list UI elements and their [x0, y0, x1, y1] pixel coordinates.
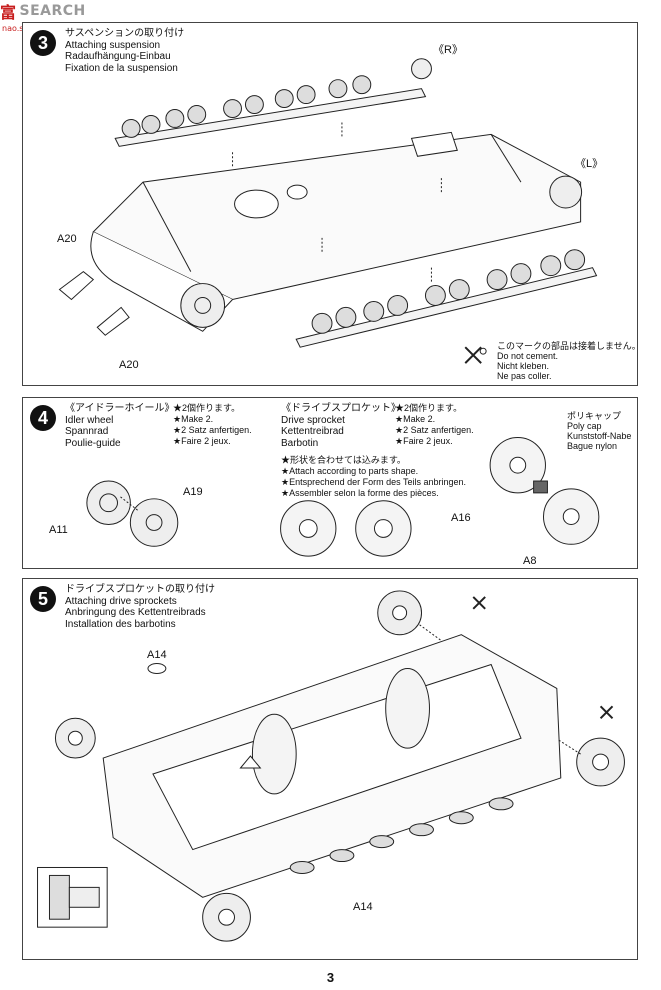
step-5-panel: 5 ドライブスプロケットの取り付け Attaching drive sprock… [22, 578, 638, 960]
note-fr: Ne pas coller. [497, 371, 552, 381]
note-de: Nicht kleben. [497, 361, 550, 371]
title-fr: Installation des barbotins [65, 618, 176, 630]
title-de: Anbringung des Kettentreibrads [65, 607, 206, 618]
step-number: 5 [30, 586, 56, 612]
shape-fr: ★Assembler selon la forme des pièces. [281, 488, 439, 498]
title-en: Attaching drive sprockets [65, 595, 177, 607]
step-title: サスペンションの取り付け Attaching suspension Radauf… [65, 28, 184, 74]
sprocket-jp: 《ドライブスプロケット》 [281, 403, 401, 414]
part-a14-bottom: A14 [353, 901, 373, 913]
title-jp: サスペンションの取り付け [65, 28, 185, 39]
watermark-text: SEARCH [19, 3, 86, 19]
watermark-logo: 富 [0, 3, 17, 22]
make-note-2: ★2個作ります。 ★Make 2. ★2 Satz anfertigen. ★F… [395, 403, 474, 447]
make-jp-1: ★2個作ります。 [173, 403, 241, 413]
sprocket-fr: Barbotin [281, 437, 319, 449]
title-en: Attaching suspension [65, 39, 161, 51]
polycap-en: Poly cap [567, 421, 602, 431]
make-fr-2: ★Faire 2 jeux. [395, 436, 453, 446]
watermark: 富 SEARCH nao.shan.com [0, 0, 86, 33]
shape-en: ★Attach according to parts shape. [281, 466, 419, 476]
polycap-de: Kunststoff-Nabe [567, 431, 632, 441]
note-en: Do not cement. [497, 351, 559, 361]
shape-de: ★Entsprechend der Form des Teils anbring… [281, 477, 467, 487]
make-en-2: ★Make 2. [395, 414, 436, 424]
sprocket-title: 《ドライブスプロケット》 Drive sprocket Kettentreibr… [281, 403, 401, 449]
polycap-fr: Bague nylon [567, 441, 618, 451]
note-jp: このマークの部品は接着しません。 [497, 341, 641, 351]
title-jp: ドライブスプロケットの取り付け [65, 584, 215, 595]
step-title: ドライブスプロケットの取り付け Attaching drive sprocket… [65, 584, 215, 630]
part-a20-top: A20 [57, 233, 77, 245]
make-jp-2: ★2個作ります。 [395, 403, 463, 413]
sprocket-en: Drive sprocket [281, 414, 345, 426]
part-a8: A8 [523, 555, 537, 567]
make-de-1: ★2 Satz anfertigen. [173, 425, 252, 435]
label-right: 《R》 [433, 44, 463, 56]
step-4-panel: 4 《アイドラーホイール》 Idler wheel Spannrad Pouli… [22, 397, 638, 569]
make-fr-1: ★Faire 2 jeux. [173, 436, 231, 446]
sprocket-de: Kettentreibrad [281, 426, 344, 437]
polycap-note: ポリキャップ Poly cap Kunststoff-Nabe Bague ny… [567, 411, 631, 451]
idler-jp: 《アイドラーホイール》 [65, 403, 175, 414]
idler-de: Spannrad [65, 426, 109, 437]
suspension-assembly-drawing [58, 58, 598, 364]
part-a19: A19 [183, 486, 203, 498]
make-note-1: ★2個作ります。 ★Make 2. ★2 Satz anfertigen. ★F… [173, 403, 252, 447]
title-de: Radaufhängung-Einbau [65, 51, 171, 62]
idler-en: Idler wheel [65, 414, 114, 426]
page-number: 3 [326, 970, 335, 985]
no-cement-note: このマークの部品は接着しません。 Do not cement. Nicht kl… [497, 341, 641, 381]
make-en-1: ★Make 2. [173, 414, 214, 424]
step-number: 3 [30, 30, 56, 56]
sprocket-attach-drawing [37, 590, 625, 942]
part-a16: A16 [451, 512, 471, 524]
part-a11: A11 [49, 524, 68, 536]
title-fr: Fixation de la suspension [65, 62, 178, 74]
shape-note: ★形状を合わせては込みます。 ★Attach according to part… [281, 455, 466, 499]
part-a20-bottom: A20 [119, 359, 139, 371]
make-de-2: ★2 Satz anfertigen. [395, 425, 474, 435]
wheel-assembly-drawing [86, 437, 600, 557]
part-a14-top: A14 [147, 649, 167, 661]
idler-fr: Poulie-guide [65, 437, 121, 449]
label-left: 《L》 [575, 158, 604, 170]
idler-title: 《アイドラーホイール》 Idler wheel Spannrad Poulie-… [65, 403, 175, 449]
polycap-jp: ポリキャップ [567, 411, 622, 421]
step-3-panel: 3 サスペンションの取り付け Attaching suspension Rada… [22, 22, 641, 386]
step-number: 4 [30, 405, 56, 431]
shape-jp: ★形状を合わせては込みます。 [281, 455, 406, 465]
